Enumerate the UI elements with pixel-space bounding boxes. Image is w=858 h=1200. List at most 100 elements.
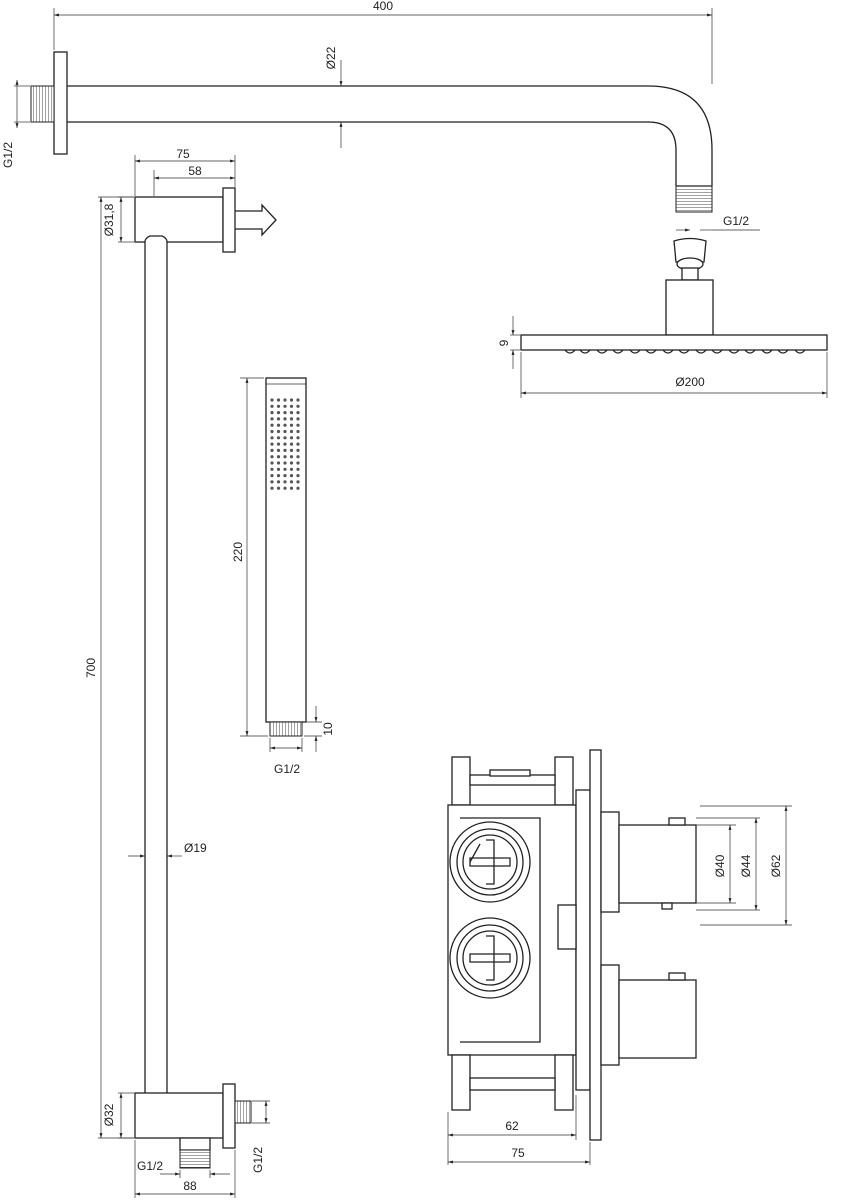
- nozzle-dot: [283, 436, 287, 440]
- shower-arm: [30, 51, 713, 213]
- knob-d3-label: Ø62: [769, 854, 783, 877]
- nozzle-dot: [283, 398, 287, 402]
- nozzle-dot: [270, 404, 274, 408]
- nozzle-dot: [283, 467, 287, 471]
- knob-d1-label: Ø40: [713, 854, 727, 877]
- hand-shower-length-dimension: 220: [231, 377, 268, 737]
- outlet-diameter-dimension: Ø32: [102, 1092, 134, 1139]
- nozzle-dot: [289, 486, 294, 490]
- nozzle-dot: [283, 442, 287, 446]
- knob-d2-label: Ø44: [739, 854, 753, 877]
- nozzle-dot: [296, 480, 300, 484]
- wall-thread-label: G1/2: [1, 142, 15, 168]
- outlet-thread-dimensions: G1/2 G1/2: [137, 1100, 270, 1178]
- nozzle-dot: [270, 411, 274, 415]
- nozzle-dot: [276, 398, 281, 402]
- nozzle-dot: [289, 448, 294, 452]
- nozzle-dot: [270, 474, 274, 478]
- wall-thread-dimension: G1/2: [1, 80, 30, 168]
- arm-length-label: 400: [373, 0, 393, 13]
- nozzle-dot: [296, 467, 300, 471]
- bracket-depth-outer-label: 75: [176, 147, 190, 161]
- nozzle-dot: [289, 398, 294, 402]
- rail-diameter-dimension: Ø19: [128, 841, 207, 858]
- nozzle-dot: [283, 480, 287, 484]
- nozzle-dot: [270, 398, 274, 402]
- nozzle-dot: [296, 398, 300, 402]
- nozzle-dot: [276, 442, 281, 446]
- hand-shower-end-label: 10: [321, 722, 335, 736]
- nozzle-dot: [270, 442, 274, 446]
- nozzle-dot: [283, 417, 287, 421]
- head-thickness-label: 9: [497, 339, 511, 346]
- nozzle-dot: [289, 474, 294, 478]
- nozzle-dot: [276, 486, 281, 490]
- bracket-depth-dimensions: 75 58: [134, 147, 236, 196]
- slide-rail: [134, 187, 277, 1169]
- nozzle-dot: [270, 480, 274, 484]
- bracket-diameter-label: Ø31,8: [102, 203, 116, 236]
- nozzle-dot: [289, 404, 294, 408]
- nozzle-dot: [296, 423, 300, 427]
- nozzle-dot: [276, 423, 281, 427]
- knob-diameter-dimensions: Ø40 Ø44 Ø62: [696, 805, 792, 926]
- nozzle-dot: [283, 486, 287, 490]
- nozzle-dot: [296, 455, 300, 459]
- nozzle-dot: [270, 436, 274, 440]
- nozzle-dot: [270, 455, 274, 459]
- nozzle-dot: [289, 467, 294, 471]
- valve-knobs: [600, 811, 697, 1066]
- nozzle-dot: [283, 423, 287, 427]
- arm-diameter-dimension: Ø22: [324, 46, 343, 148]
- nozzle-dot: [289, 429, 294, 434]
- head-thread-dimension: G1/2: [676, 214, 760, 232]
- hand-shower-end-dimension: 10: [304, 706, 335, 752]
- nozzle-dot: [296, 486, 300, 490]
- nozzle-dot: [276, 448, 281, 452]
- nozzle-dot: [289, 436, 294, 440]
- shower-head: [520, 237, 828, 354]
- nozzle-dot: [283, 411, 287, 415]
- nozzle-dot: [283, 461, 287, 465]
- valve-depth-inner-label: 62: [505, 1119, 519, 1133]
- nozzle-dot: [283, 429, 287, 434]
- bracket-diameter-dimension: Ø31,8: [102, 196, 134, 243]
- nozzle-dot: [296, 436, 300, 440]
- nozzle-dot: [276, 404, 281, 408]
- nozzle-dot: [296, 448, 300, 452]
- outlet-width-label: 88: [183, 1179, 197, 1193]
- nozzle-dot: [276, 480, 281, 484]
- nozzle-dot: [289, 442, 294, 446]
- valve-depth-dimensions: 62 75: [447, 1095, 591, 1165]
- nozzle-dot: [270, 423, 274, 427]
- hand-shower-nozzles: [270, 398, 300, 490]
- nozzle-dot: [276, 411, 281, 415]
- nozzle-dot: [270, 429, 274, 434]
- nozzle-dot: [276, 474, 281, 478]
- rail-diameter-label: Ø19: [184, 841, 207, 855]
- hand-shower-length-label: 220: [231, 542, 245, 562]
- nozzle-dot: [296, 411, 300, 415]
- arm-diameter-label: Ø22: [324, 46, 338, 69]
- nozzle-dot: [289, 411, 294, 415]
- nozzle-dot: [296, 474, 300, 478]
- arm-length-dimension: 400: [53, 0, 713, 84]
- hand-shower-thread-dimension: G1/2: [269, 738, 303, 776]
- outlet-diameter-label: Ø32: [102, 1103, 116, 1126]
- nozzle-dot: [289, 455, 294, 459]
- head-thickness-dimension: 9: [497, 316, 520, 369]
- nozzle-dot: [270, 417, 274, 421]
- nozzle-dot: [289, 423, 294, 427]
- nozzle-dot: [276, 467, 281, 471]
- nozzle-dot: [276, 429, 281, 434]
- nozzle-dot: [289, 461, 294, 465]
- nozzle-dot: [283, 448, 287, 452]
- nozzle-dot: [276, 417, 281, 421]
- nozzle-dot: [283, 455, 287, 459]
- outlet-thread-bottom-label: G1/2: [137, 1159, 163, 1173]
- head-thread-label: G1/2: [723, 214, 749, 228]
- valve-body: [447, 749, 602, 1141]
- valve-depth-outer-label: 75: [511, 1146, 525, 1160]
- nozzle-dot: [276, 455, 281, 459]
